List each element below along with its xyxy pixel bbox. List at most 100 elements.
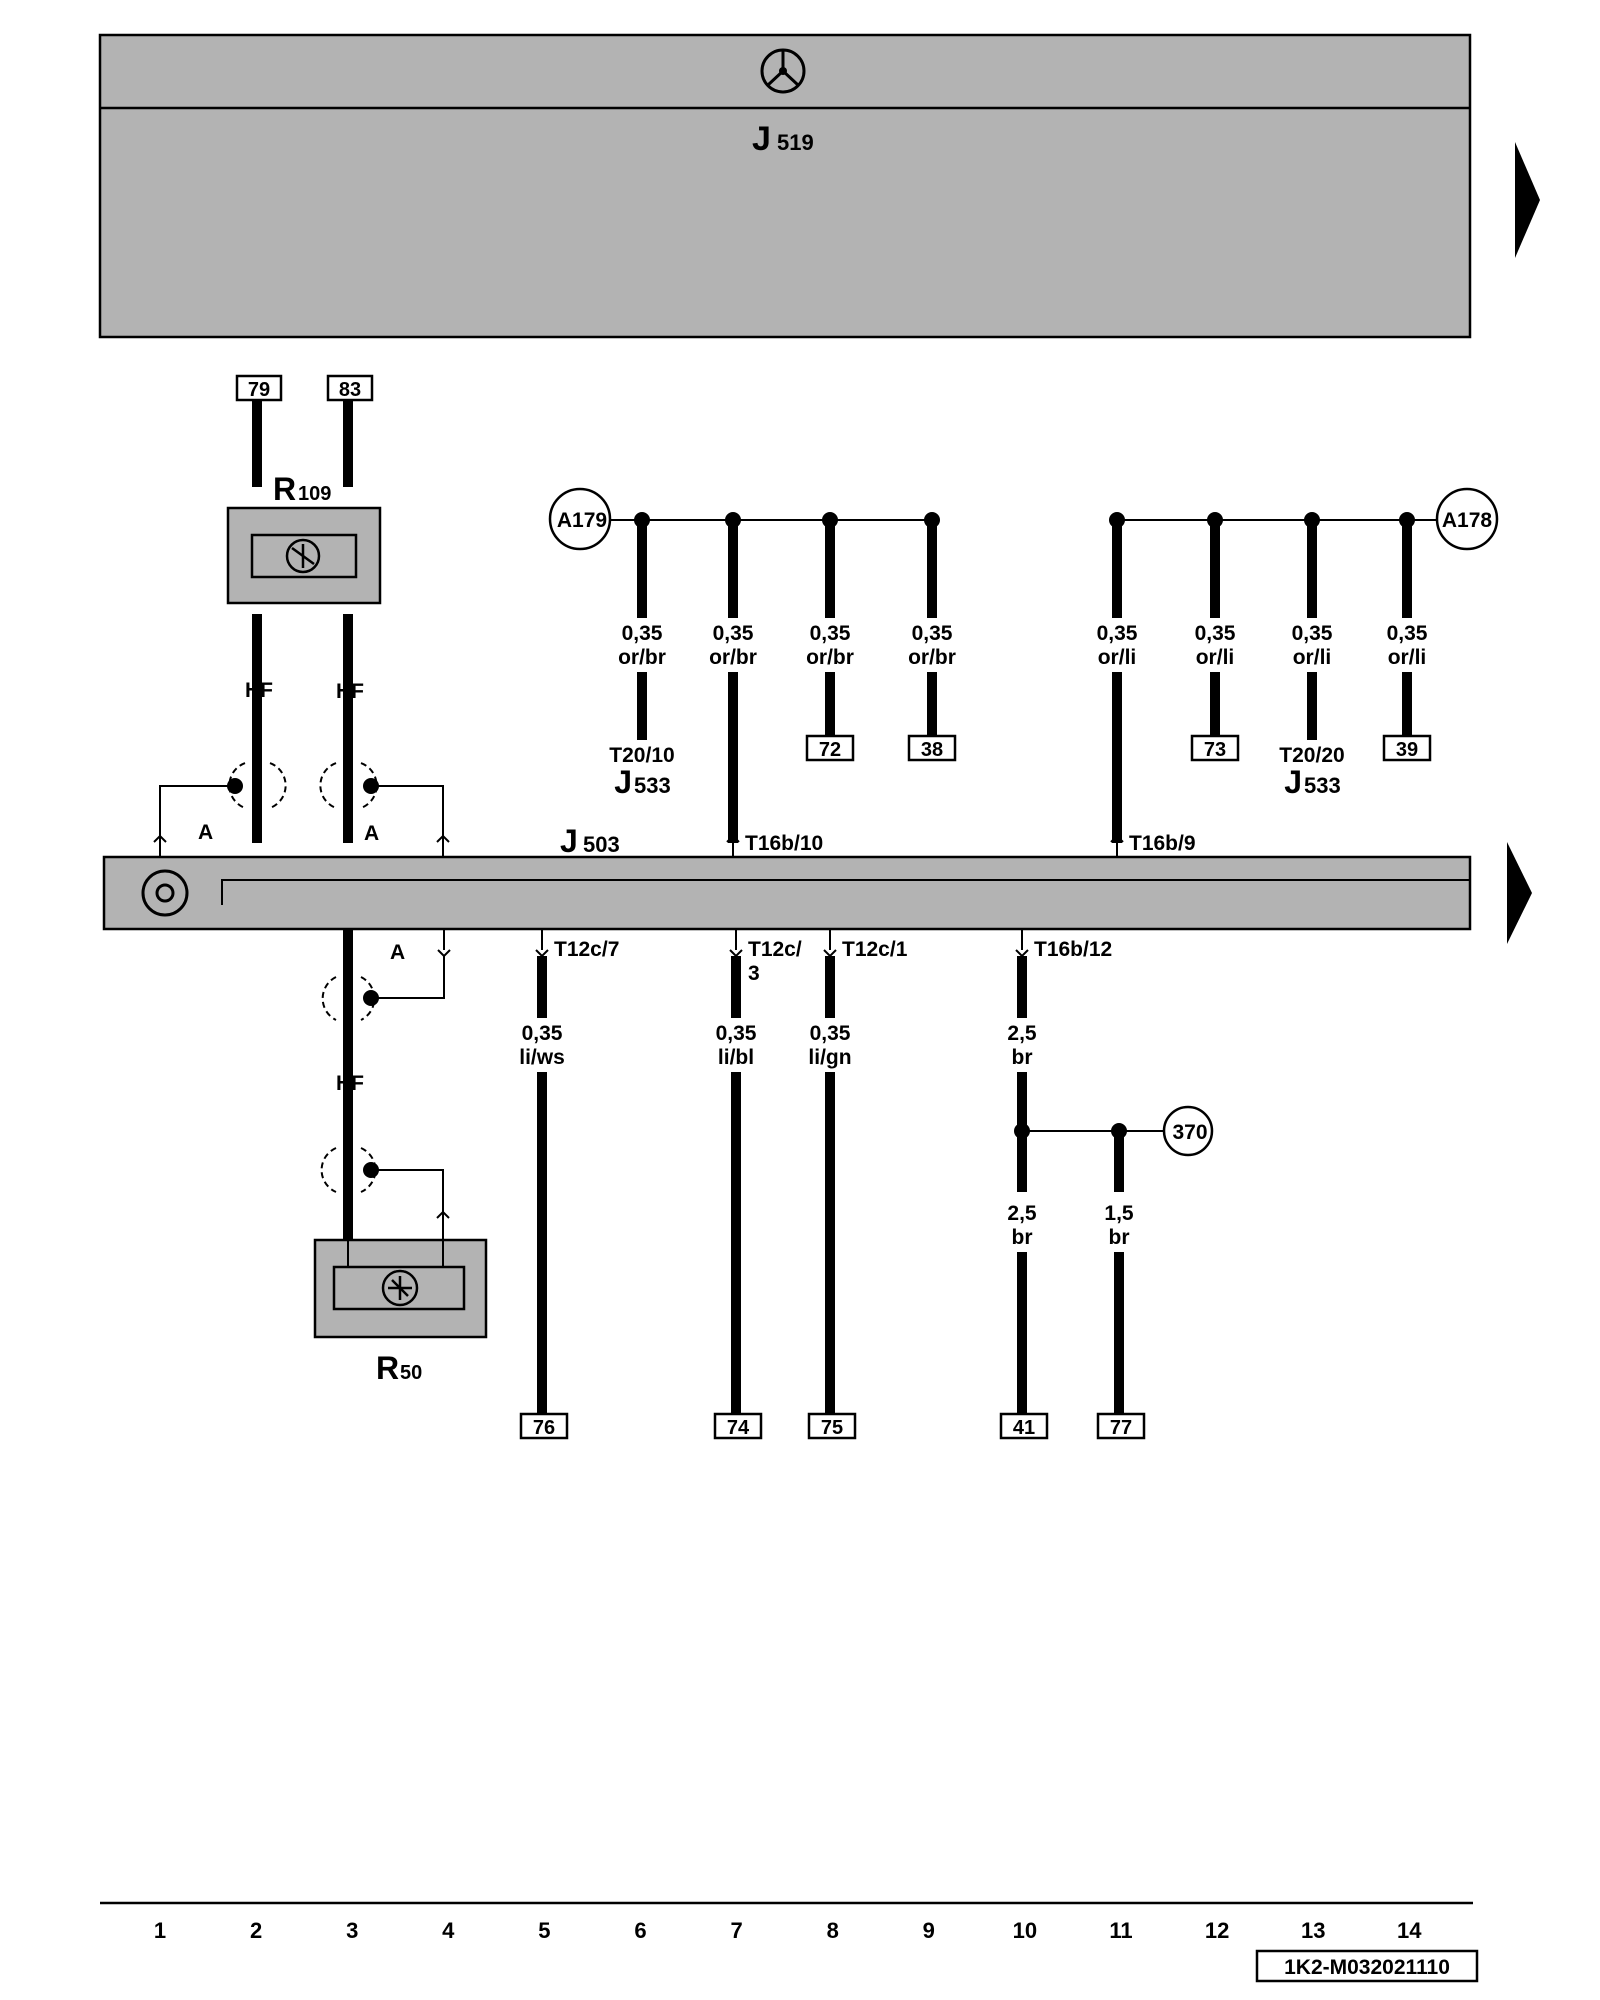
continue-arrow [1507, 842, 1532, 944]
module-j503-box [102, 855, 1472, 931]
hf-label-2: HF [336, 680, 364, 703]
hf-label-3: HF [336, 1072, 364, 1095]
module-j533-sub: 533 [634, 773, 671, 798]
column-3: 3 [346, 1918, 358, 1943]
wire-size: 0,35 [810, 622, 851, 645]
r109-label: R [273, 471, 296, 507]
wire-color: or/li [1196, 646, 1235, 669]
shield-label-a1: A [198, 821, 213, 844]
ref-41: 41 [1013, 1417, 1035, 1439]
wire-color: or/br [709, 646, 757, 669]
wire-size: 0,35 [1097, 622, 1138, 645]
module-j503-sub: 503 [583, 832, 620, 857]
pin-label: T12c/1 [842, 938, 908, 961]
ref-38: 38 [921, 739, 943, 761]
wire-size: 0,35 [622, 622, 663, 645]
module-j533-label: J [614, 764, 632, 800]
r109-sub: 109 [298, 483, 331, 505]
module-j533-sub: 533 [1304, 773, 1341, 798]
wire-color: or/li [1388, 646, 1427, 669]
column-9: 9 [923, 1918, 935, 1943]
ref-73-box [1190, 734, 1240, 762]
node-a179: A179 [548, 487, 612, 551]
wire-size: 2,5 [1007, 1022, 1037, 1045]
wire-size: 0,35 [716, 1022, 757, 1045]
ref-79: 79 [248, 379, 270, 401]
column-12: 12 [1205, 1918, 1229, 1943]
lower-wires: T12c/70,35li/ws76T12c/30,35li/bl74T12c/1… [519, 929, 1146, 1440]
wire-color: or/li [1098, 646, 1137, 669]
pin-label: T12c/ [748, 938, 802, 961]
pin-label: T16b/10 [745, 832, 823, 855]
r50-sub: 50 [400, 1362, 422, 1384]
ref-75-box [807, 1412, 857, 1440]
continue-arrow-top [1515, 142, 1540, 258]
ref-box-83 [326, 374, 374, 402]
ref-41-box [999, 1412, 1049, 1440]
drawing-id-box [1255, 1949, 1479, 1983]
node-a178-label: A178 [1442, 509, 1493, 532]
pin-label: T20/20 [1279, 744, 1344, 767]
drawing-id: 1K2-M032021110 [1284, 1956, 1450, 1979]
column-14: 14 [1397, 1918, 1422, 1943]
pin-label: T12c/7 [554, 938, 619, 961]
wire-color: li/ws [519, 1046, 565, 1069]
pin-label: T16b/12 [1034, 938, 1112, 961]
wire-color: br [1012, 1046, 1033, 1069]
wire-size: 1,5 [1104, 1202, 1134, 1225]
column-10: 10 [1013, 1918, 1037, 1943]
column-4: 4 [442, 1918, 455, 1943]
shield-label-a2: A [364, 822, 379, 845]
column-8: 8 [827, 1918, 839, 1943]
component-r109: 79 83 R 109 HF HF A A [159, 374, 444, 845]
component-r50: A HF R 50 [313, 929, 488, 1386]
column-2: 2 [250, 1918, 262, 1943]
node-a179-label: A179 [557, 509, 607, 532]
column-11: 11 [1109, 1918, 1132, 1943]
column-7: 7 [730, 1918, 742, 1943]
lower-wire-5: 1,5br 77 [1096, 1131, 1146, 1440]
wire-color: or/br [908, 646, 956, 669]
wire-size: 2,5 [1007, 1202, 1037, 1225]
module-j519-sub: 519 [777, 130, 814, 155]
wire-size: 0,35 [1195, 622, 1236, 645]
wire-size: 0,35 [1292, 622, 1333, 645]
antenna-icon-r50 [381, 1269, 419, 1307]
r109-box [226, 506, 382, 605]
module-j503: J 503 [102, 823, 1472, 931]
wire-size: 0,35 [713, 622, 754, 645]
column-5: 5 [538, 1918, 550, 1943]
wire-color: li/gn [808, 1046, 851, 1069]
wire-size: 0,35 [810, 1022, 851, 1045]
pin-label: T16b/9 [1129, 832, 1196, 855]
wire-color: or/li [1293, 646, 1332, 669]
module-j519: J 519 [98, 33, 1472, 339]
ref-74-box [713, 1412, 763, 1440]
node-370-label: 370 [1172, 1121, 1207, 1144]
wire-size: 0,35 [522, 1022, 563, 1045]
ref-39: 39 [1396, 739, 1418, 761]
hf-label-1: HF [245, 679, 273, 702]
ref-72: 72 [819, 739, 841, 761]
ref-76-box [519, 1412, 569, 1440]
wire-color: br [1109, 1226, 1130, 1249]
ref-77: 77 [1110, 1417, 1132, 1439]
ref-76: 76 [533, 1417, 555, 1439]
module-j519-box [98, 33, 1472, 339]
pin-label-2: 3 [748, 962, 760, 985]
wire-size: 0,35 [1387, 622, 1428, 645]
bus-connectors-upper [153, 834, 450, 857]
node-370: 370 [1014, 1105, 1214, 1157]
